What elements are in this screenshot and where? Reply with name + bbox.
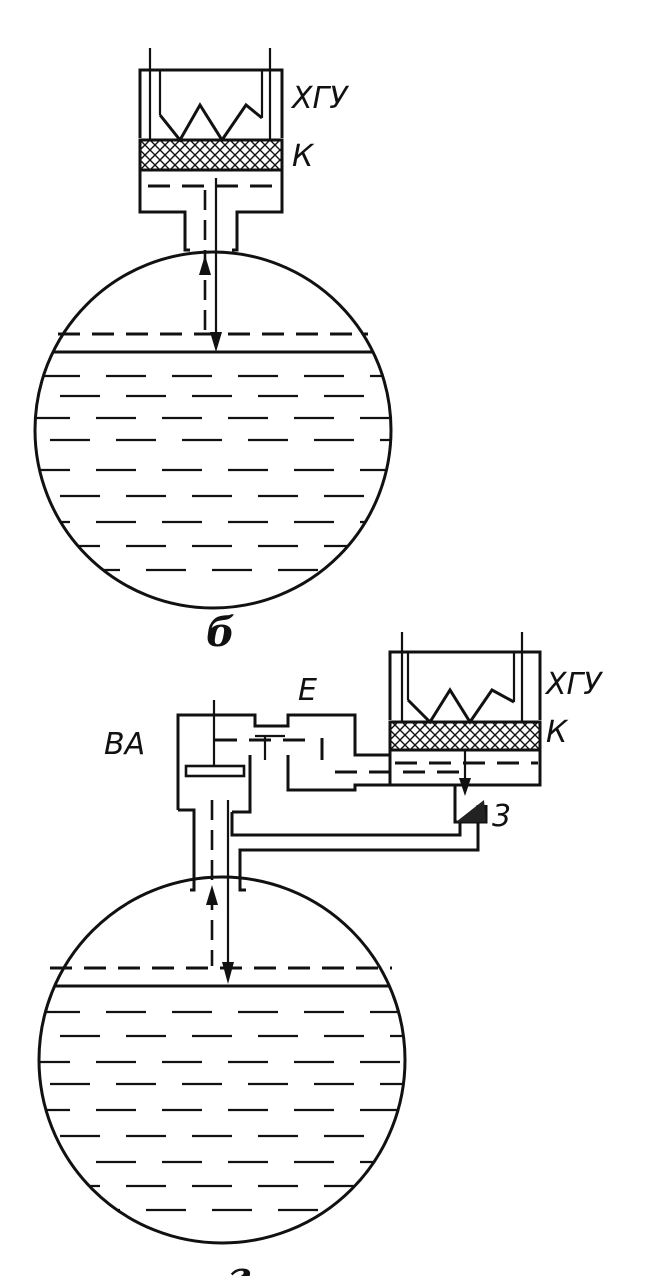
arrow-up-b xyxy=(206,885,218,905)
label-cryocooler-b: ХГУ xyxy=(544,667,603,702)
element-3 xyxy=(456,800,486,822)
chamber-a xyxy=(138,170,284,252)
condenser-b xyxy=(388,720,542,752)
liquid-a xyxy=(35,350,391,572)
cryocooler-unit-b xyxy=(388,632,542,725)
diagram-b: ВА Е ХГУ К 3 г xyxy=(37,632,603,1276)
label-condenser-b: К xyxy=(546,715,569,750)
arrow-down-a xyxy=(210,332,222,352)
caption-a: б xyxy=(206,609,235,656)
label-valve-assembly: ВА xyxy=(104,727,145,762)
arrow-down-b xyxy=(222,962,234,984)
label-3: 3 xyxy=(492,799,511,834)
arrow-up-a xyxy=(199,255,211,275)
label-e: Е xyxy=(298,673,317,708)
label-cryocooler-a: ХГУ xyxy=(290,81,349,116)
valve-assembly xyxy=(176,700,488,882)
cryocooler-unit-a xyxy=(138,48,284,143)
condenser-a xyxy=(138,138,284,172)
dewar-sphere-a xyxy=(33,250,393,610)
dewar-sphere-b xyxy=(37,875,407,1245)
liquid-b xyxy=(39,984,405,1212)
caption-b: г xyxy=(228,1253,251,1276)
label-condenser-a: К xyxy=(292,139,315,174)
diagram-a: ХГУ К б xyxy=(33,48,393,656)
